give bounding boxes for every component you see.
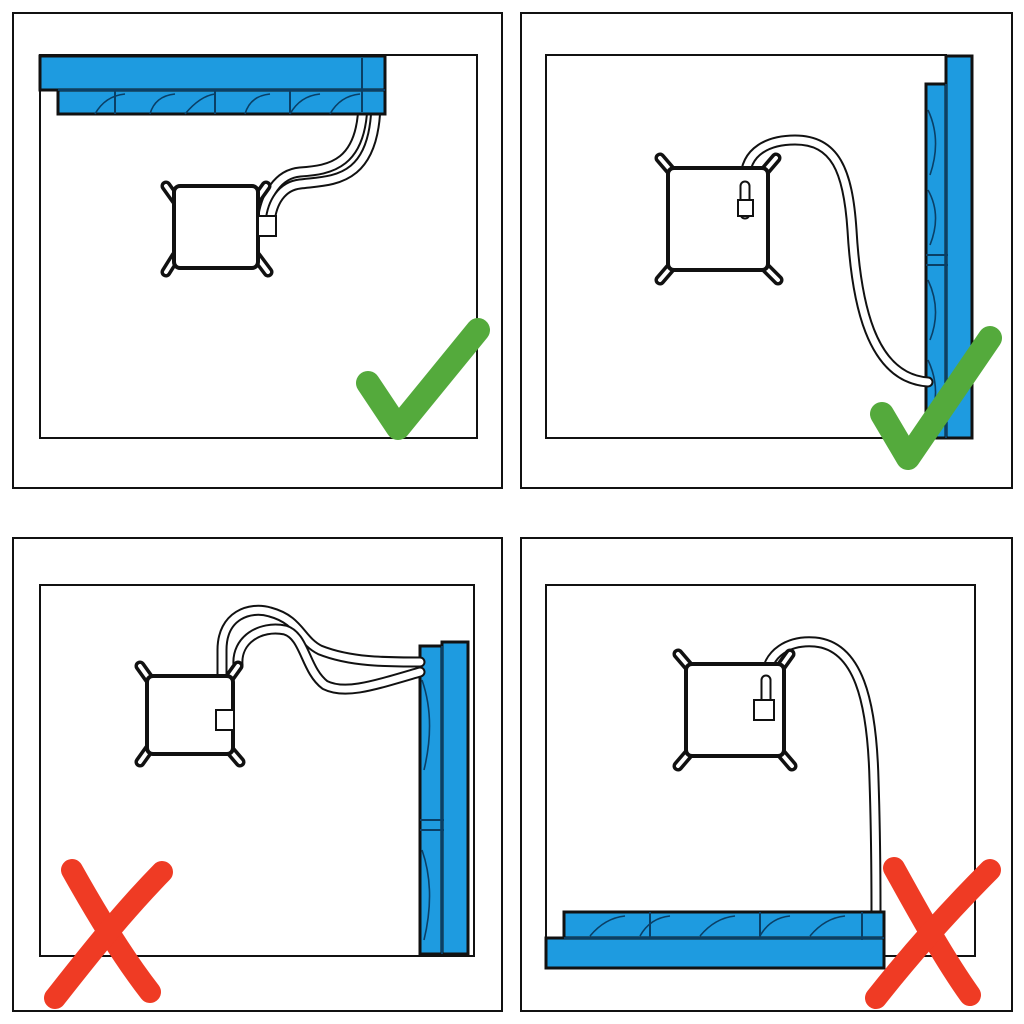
coolant-tube xyxy=(760,636,882,920)
cross-mark-icon xyxy=(44,859,173,1009)
tube-fitting xyxy=(257,215,277,237)
tube-fitting xyxy=(737,199,754,217)
pc-case-outline xyxy=(39,584,475,957)
panel-top-left xyxy=(12,12,503,489)
panel-frame xyxy=(12,12,503,489)
coolant-tubes xyxy=(216,604,426,721)
panel-bottom-right xyxy=(520,537,1013,1012)
panel-bottom-left xyxy=(12,537,503,1012)
panel-frame xyxy=(520,537,1013,1012)
coolant-tube xyxy=(739,134,934,388)
radiator xyxy=(544,910,886,970)
tube-fitting xyxy=(215,709,235,731)
cpu-water-block xyxy=(654,152,784,286)
coolant-tubes xyxy=(256,94,382,228)
check-mark-icon xyxy=(870,326,1002,470)
cpu-water-block xyxy=(672,648,798,772)
tube-fitting xyxy=(753,699,775,721)
check-mark-icon xyxy=(356,318,490,440)
radiator xyxy=(38,54,387,116)
radiator xyxy=(418,640,470,956)
cpu-water-block xyxy=(160,180,277,278)
panel-frame xyxy=(12,537,503,1012)
panel-frame xyxy=(520,12,1013,489)
cpu-water-block xyxy=(134,660,246,768)
cross-mark-icon xyxy=(865,857,1001,1009)
panel-top-right xyxy=(520,12,1013,489)
